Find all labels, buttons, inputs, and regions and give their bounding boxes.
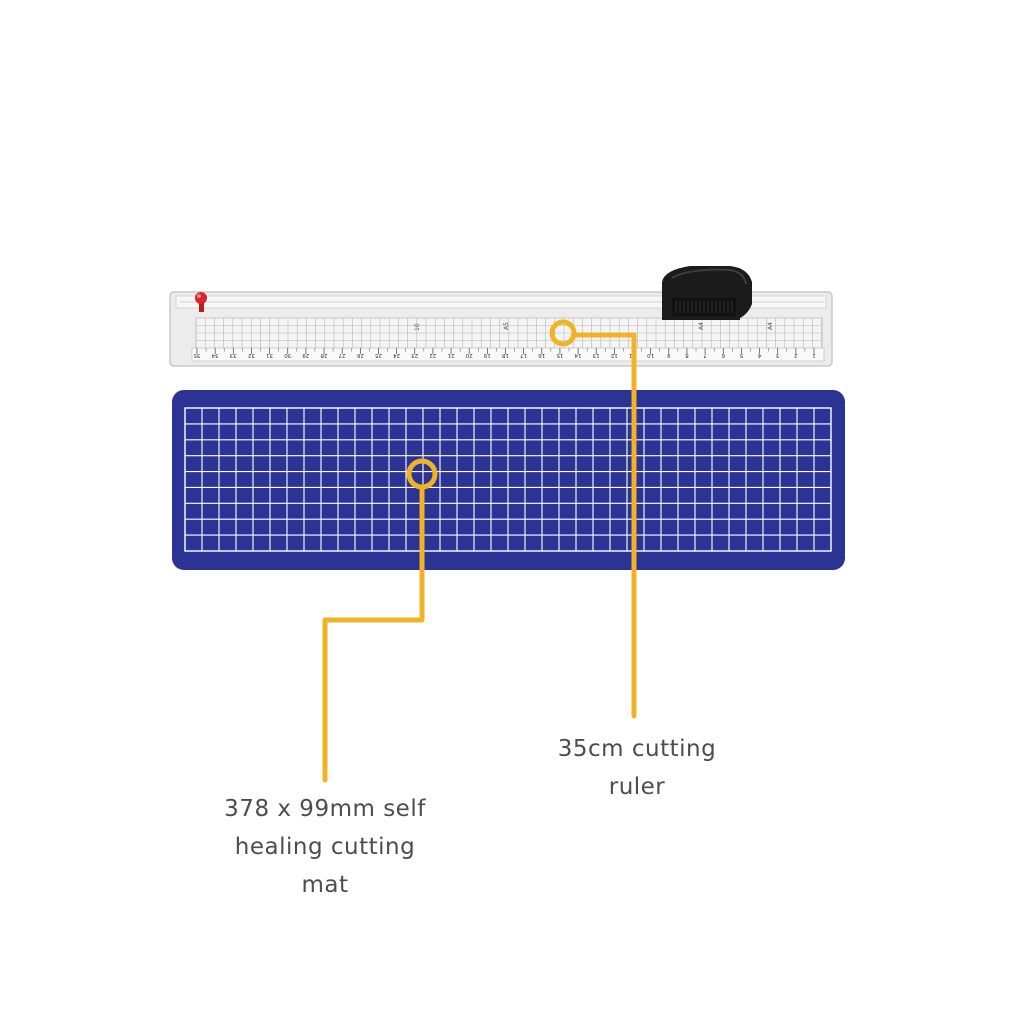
ruler-marking-a4: A4 (698, 322, 705, 330)
ruler-scale-number: 8 (685, 352, 689, 358)
ruler-ticks (196, 348, 815, 354)
ruler-scale-number: 23 (411, 352, 418, 358)
ruler-marking-a4-2: A4 (767, 322, 774, 330)
callout-label-mat: 378 x 99mm self healing cutting mat (200, 790, 450, 904)
ruler-scale-number: 26 (356, 352, 363, 358)
cutter-grip-ribs (675, 301, 733, 313)
callout-mat-line2: healing cutting (234, 834, 416, 860)
mat-grid (184, 407, 832, 552)
red-pin-icon[interactable] (195, 292, 207, 312)
ruler-scale-number: 7 (703, 352, 707, 358)
ruler-scale-strip (191, 347, 825, 362)
ruler-scale-number: 18 (502, 352, 509, 358)
callout-line-mat (322, 458, 438, 783)
ruler-scale-number: 14 (574, 352, 581, 358)
ruler-scale-number: 19 (483, 352, 490, 358)
ruler-scale-number: 3 (775, 352, 779, 358)
ruler-scale-number: 10 (647, 352, 654, 358)
ruler-scale-number: 9 (667, 352, 671, 358)
ruler-grid (195, 318, 822, 348)
ruler-scale-number: 2 (794, 352, 798, 358)
cutting-mat (172, 390, 845, 570)
callout-line-ruler (549, 319, 637, 719)
ruler-scale-number: 4 (757, 352, 761, 358)
ruler-scale-number: 30 (284, 352, 291, 358)
ruler-scale-number: 25 (374, 352, 381, 358)
ruler-scale-number: 5 (739, 352, 743, 358)
ruler-scale-number: 21 (448, 352, 455, 358)
ruler-scale-number: 6 (721, 352, 725, 358)
ruler-scale-number: 22 (429, 352, 436, 358)
callout-label-ruler: 35cm cutting ruler (520, 730, 754, 806)
ruler-scale-number: 16 (538, 352, 545, 358)
callout-ruler-line2: ruler (608, 774, 666, 800)
ruler-scale-number: 31 (266, 352, 273, 358)
ruler-scale-number: 27 (338, 352, 345, 358)
ruler-scale-number: 20 (465, 352, 472, 358)
ruler-scale-number: 32 (248, 352, 255, 358)
ruler-scale-number: 35 (193, 352, 200, 358)
ruler-scale-number: 34 (211, 352, 218, 358)
callout-ruler-line1: 35cm cutting (557, 736, 717, 762)
ruler-scale-number: 15 (556, 352, 563, 358)
ruler-marking-10: 10 (414, 323, 421, 331)
callout-mat-line1: 378 x 99mm self (224, 796, 426, 822)
ruler-scale-number: 33 (229, 352, 236, 358)
cutter-head-slider[interactable] (662, 266, 752, 320)
ruler-scale-number: 29 (302, 352, 309, 358)
ruler-scale-number: 28 (320, 352, 327, 358)
ruler-scale-number: 12 (611, 352, 618, 358)
ruler-marking-a5: A5 (503, 322, 510, 330)
ruler-scale-number: 13 (592, 352, 599, 358)
ruler-scale-number: 24 (393, 352, 400, 358)
ruler-scale-number: 1 (812, 352, 816, 358)
ruler-scale-number: 17 (520, 352, 527, 358)
callout-mat-line3: mat (301, 872, 349, 898)
